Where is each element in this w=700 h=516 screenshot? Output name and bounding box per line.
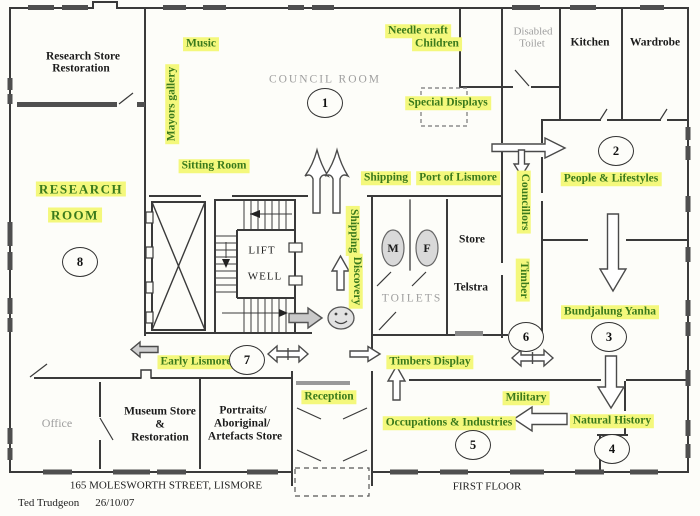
label-museum-store-1: Museum Store	[124, 405, 196, 418]
station-8: 8	[62, 247, 98, 277]
toilet-fixtures	[381, 229, 439, 267]
label-mayors-gallery: Mayors gallery	[165, 63, 179, 145]
door-lines	[29, 69, 668, 462]
label-timber: Timber	[516, 258, 530, 302]
station-4: 4	[594, 434, 630, 464]
address-text: 165 MOLESWORTH STREET, LISMORE	[69, 479, 263, 492]
label-telstra: Telstra	[453, 281, 489, 294]
label-early-lismore: Early Lismore	[157, 355, 235, 369]
label-children: Children	[412, 37, 462, 51]
window-segments	[7, 5, 691, 475]
label-councillors: Councillors	[517, 170, 531, 234]
label-military: Military	[502, 391, 550, 405]
right-arrow-councillors	[491, 136, 567, 160]
label-office: Office	[41, 416, 73, 430]
label-toilets: TOILETS	[381, 292, 443, 305]
label-museum-store-2: &	[155, 418, 165, 431]
label-well: WELL	[247, 270, 283, 283]
station-6: 6	[508, 322, 544, 352]
walls	[9, 1, 689, 486]
station-5: 5	[455, 430, 491, 460]
label-lift: LIFT	[248, 244, 276, 257]
label-occupations-industries: Occupations & Industries	[382, 416, 516, 430]
station-2: 2	[598, 136, 634, 166]
label-shipping-vertical: Shipping	[346, 205, 360, 257]
up-arrow-timbers-display	[386, 364, 407, 401]
label-discovery-vertical: Discovery	[349, 253, 363, 309]
label-sitting-room: Sitting Room	[178, 159, 250, 173]
label-needle-craft: Needle craft	[385, 24, 451, 38]
station-3: 3	[591, 322, 627, 352]
label-reception: Reception	[301, 390, 357, 404]
down-arrow-bundjalung	[596, 355, 626, 410]
label-research-room-1: RESEARCH	[35, 181, 127, 197]
label-special-displays: Special Displays	[405, 96, 491, 110]
staircase	[145, 199, 312, 334]
up-flame-arrow-right	[324, 147, 350, 214]
label-store: Store	[459, 233, 485, 246]
label-wardrobe: Wardrobe	[629, 36, 681, 49]
label-museum-store-3: Restoration	[131, 431, 189, 444]
author-text: Ted Trudgeon	[18, 497, 80, 509]
down-arrow-people-lifestyles	[598, 213, 628, 293]
label-research-store: Research Store	[46, 50, 120, 63]
label-people-lifestyles: People & Lifestyles	[560, 172, 662, 186]
station-7: 7	[229, 345, 265, 375]
label-port-of-lismore: Port of Lismore	[416, 171, 500, 185]
label-music: Music	[182, 37, 220, 51]
label-shipping: Shipping	[360, 171, 412, 185]
label-research-room-2: ROOM	[48, 207, 102, 223]
label-natural-history: Natural History	[569, 414, 655, 428]
label-timbers-display: Timbers Display	[386, 355, 474, 369]
direction-arrows	[129, 136, 628, 433]
reception-counter	[296, 381, 350, 385]
gray-wall-segment	[455, 331, 483, 336]
up-flame-arrow-left	[304, 147, 330, 214]
label-kitchen: Kitchen	[570, 36, 610, 49]
smiley-icon	[327, 306, 355, 330]
right-arrow-stairs-exit	[288, 306, 324, 330]
label-council-room: COUNCIL ROOM	[268, 73, 382, 86]
lift-shaft	[145, 201, 206, 331]
label-disabled-toilet: Toilet	[519, 37, 545, 50]
label-toilet-f: F	[423, 241, 431, 255]
label-bundjalung-yanha: Bundjalung Yanha	[561, 305, 659, 319]
label-toilet-m: M	[387, 241, 399, 255]
right-arrow-timbers	[349, 345, 382, 363]
label-disabled: Disabled	[513, 25, 553, 38]
label-portraits-3: Artefacts Store	[207, 430, 283, 443]
station-1: 1	[307, 88, 343, 118]
label-research-store-restoration: Restoration	[52, 62, 110, 75]
date-text: 26/10/07	[95, 497, 135, 509]
label-portraits-2: Aboriginal/	[213, 417, 271, 430]
label-portraits-1: Portraits/	[219, 404, 267, 417]
up-arrow-discovery	[330, 254, 351, 291]
left-arrow-natural-history	[512, 405, 568, 433]
reception-entry-dashed	[294, 467, 370, 497]
left-arrow-early-lismore	[129, 340, 159, 359]
floor-text: FIRST FLOOR	[452, 480, 522, 493]
author-date-line: Ted Trudgeon 26/10/07	[18, 497, 134, 509]
down-arrow-councillors	[512, 149, 531, 178]
